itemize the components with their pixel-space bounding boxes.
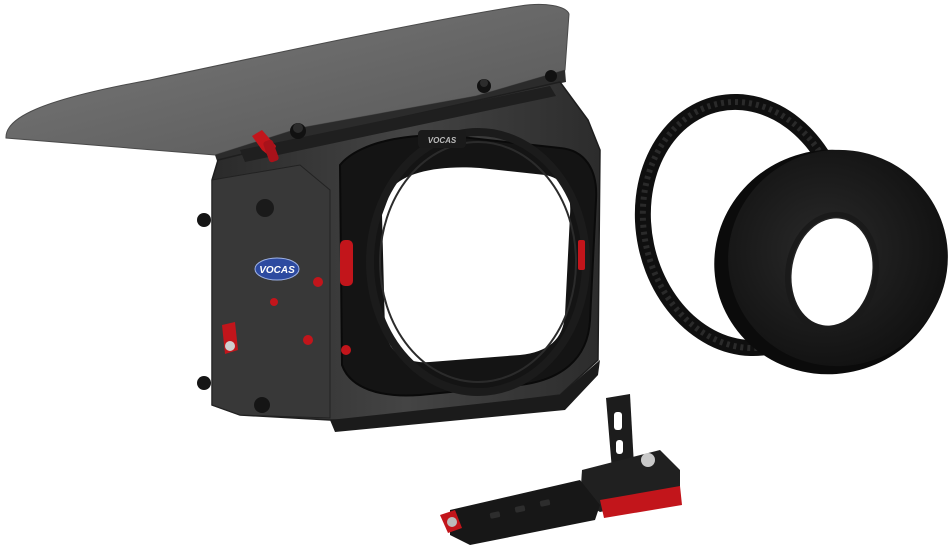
brand-logo-badge: VOCAS [254, 257, 300, 281]
brand-logo-text: VOCAS [259, 265, 295, 276]
top-clip-logo-text: VOCAS [428, 136, 457, 145]
top-flag-icon [5, 3, 570, 164]
filter-frame-icon: VOCAS [338, 128, 598, 397]
support-bracket-icon [440, 394, 682, 545]
red-lock-levers [222, 130, 585, 355]
donut-adapter-icon [714, 149, 948, 375]
